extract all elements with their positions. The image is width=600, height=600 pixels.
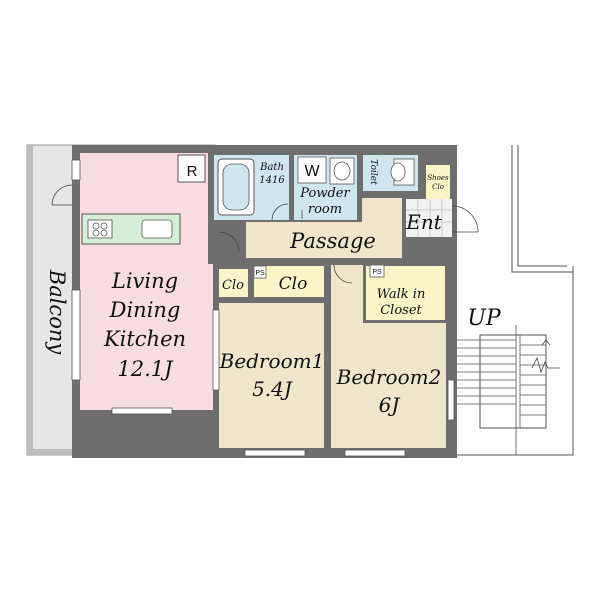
powder-room-label: Powder room <box>299 186 350 217</box>
bath-label-name: Bath <box>259 162 284 173</box>
washbasin <box>329 157 355 185</box>
bedroom1-closet-label: Clo <box>279 274 308 294</box>
bedroom2-label-name: Bedroom2 <box>336 365 442 389</box>
stair-steps <box>456 325 546 455</box>
bath-label-size: 1416 <box>259 175 285 186</box>
pipe-space-2-label: PS <box>372 269 382 276</box>
stairs-up-label: UP <box>467 306 502 331</box>
refrigerator-space <box>177 154 206 183</box>
toilet-fixture <box>390 158 415 186</box>
doors <box>51 184 479 284</box>
shoe-closet-label-line2: Clo <box>432 183 444 191</box>
bedroom2-label-size: 6J <box>379 393 401 417</box>
bedroom1-label-name: Bedroom1 <box>219 349 325 373</box>
passage-floor <box>246 198 402 260</box>
washer-label: W <box>304 163 320 180</box>
walk-in-closet-label: Walk in Closet <box>377 287 426 318</box>
walk-in-closet-label-line2: Closet <box>380 303 422 318</box>
walk-in-closet-label-line1: Walk in <box>377 287 426 302</box>
bath-label: Bath 1416 <box>259 162 285 186</box>
ldk-closet-floor <box>218 269 248 299</box>
bedroom2-label: Bedroom2 6J <box>336 365 442 417</box>
ldk-label-size: 12.1J <box>117 357 174 381</box>
bedroom2-floor <box>331 262 446 448</box>
powder-room-label-line1: Powder <box>299 186 350 201</box>
bedroom1-label-size: 5.4J <box>252 377 293 401</box>
shoe-closet-label: Shoes Clo <box>427 174 449 191</box>
toilet-label: Toilet <box>368 159 378 185</box>
bedroom1-floor <box>219 303 324 448</box>
entrance-tiles <box>406 199 452 237</box>
powder-room-label-line2: room <box>308 202 342 217</box>
shoe-closet-floor <box>426 165 450 201</box>
ldk-label-line1: Living <box>111 269 178 293</box>
ldk-label-line2: Dining <box>109 298 181 322</box>
passage-label: Passage <box>289 229 376 253</box>
balcony-label: Balcony <box>45 269 69 356</box>
shoe-closet-label-line1: Shoes <box>427 174 449 182</box>
windows <box>71 159 455 457</box>
entrance-step <box>402 198 406 258</box>
entrance-floor <box>402 199 452 237</box>
staircase <box>456 145 574 456</box>
entrance-label: Ent <box>405 210 442 234</box>
ldk-label-line3: Kitchen <box>103 327 186 351</box>
washer-space <box>297 156 327 184</box>
ldk-label: Living Dining Kitchen 12.1J <box>103 269 186 381</box>
stair-direction-arrow <box>531 339 560 374</box>
pipe-space-1-label: PS <box>255 270 265 277</box>
ldk-closet-label: Clo <box>222 278 244 293</box>
bathtub <box>217 158 255 216</box>
kitchen-counter <box>81 213 181 245</box>
bedroom1-label: Bedroom1 5.4J <box>219 349 325 401</box>
refrigerator-label: R <box>187 163 198 180</box>
